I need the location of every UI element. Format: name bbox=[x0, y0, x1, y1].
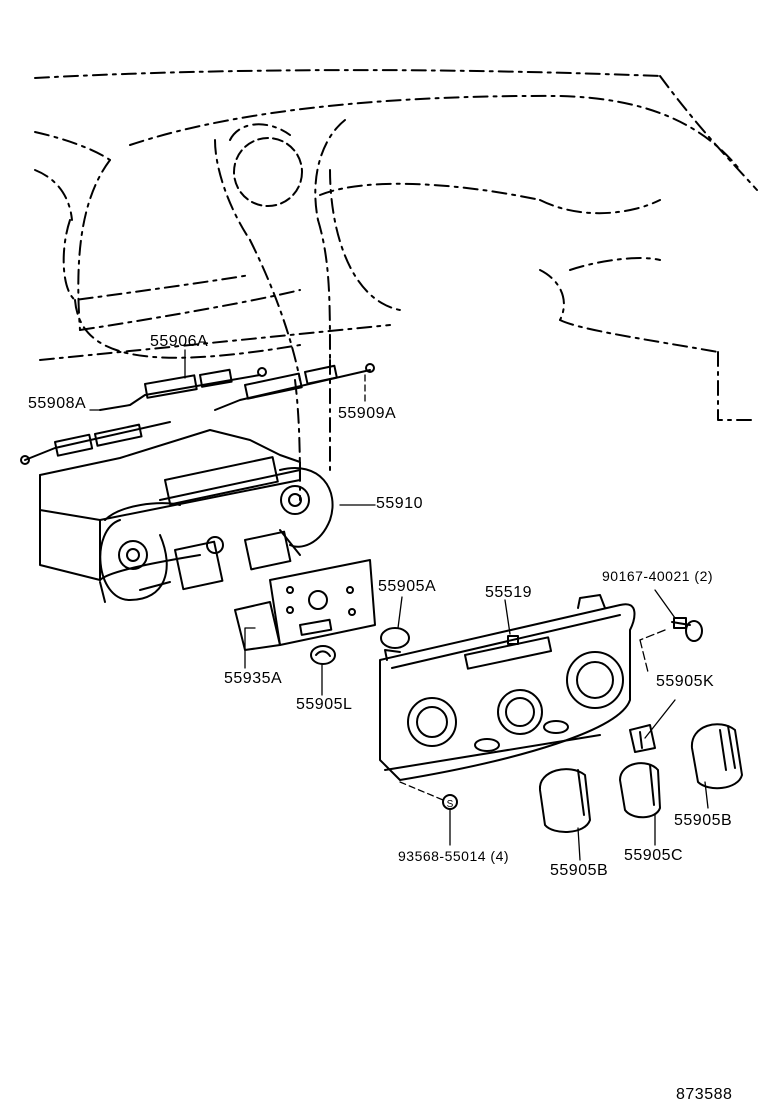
part-label-93568: 93568-55014 (4) bbox=[398, 848, 510, 864]
part-label-55905a: 55905A bbox=[378, 578, 437, 595]
part-label-55905k: 55905K bbox=[656, 673, 715, 690]
part-label-55906a: 55906A bbox=[150, 333, 209, 350]
cable-55908a bbox=[20, 421, 171, 465]
dashboard-gauge-outline bbox=[233, 137, 303, 207]
cable-55906a bbox=[99, 367, 267, 411]
part-label-55905b-right: 55905B bbox=[674, 812, 733, 829]
part-label-55905c: 55905C bbox=[624, 847, 684, 864]
part-label-55908a: 55908A bbox=[28, 395, 87, 412]
leader-lines bbox=[89, 349, 709, 861]
screw-90167 bbox=[671, 617, 703, 642]
knob-55905l bbox=[310, 645, 336, 665]
part-label-55519: 55519 bbox=[485, 584, 532, 601]
part-label-55909a: 55909A bbox=[338, 405, 397, 422]
drawing-number: 873588 bbox=[676, 1086, 733, 1103]
heater-control-housing bbox=[39, 429, 334, 603]
screw-mark: S bbox=[447, 799, 454, 810]
control-plate bbox=[234, 559, 376, 651]
front-panel bbox=[379, 594, 636, 781]
knob-55905b bbox=[538, 768, 591, 833]
part-label-55905b: 55905B bbox=[550, 862, 609, 879]
part-label-55905l: 55905L bbox=[296, 696, 353, 713]
knob-55905c bbox=[619, 762, 661, 819]
part-label-55910: 55910 bbox=[376, 495, 423, 512]
screw-93568 bbox=[442, 794, 458, 810]
part-label-55935a: 55935A bbox=[224, 670, 283, 687]
cable-55909a bbox=[214, 363, 375, 411]
knob-55905b-right bbox=[690, 723, 743, 790]
knob-55905a bbox=[380, 627, 410, 649]
dashboard-outline bbox=[34, 69, 758, 501]
part-label-90167: 90167-40021 (2) bbox=[602, 568, 714, 584]
knob-55905k bbox=[629, 724, 656, 753]
